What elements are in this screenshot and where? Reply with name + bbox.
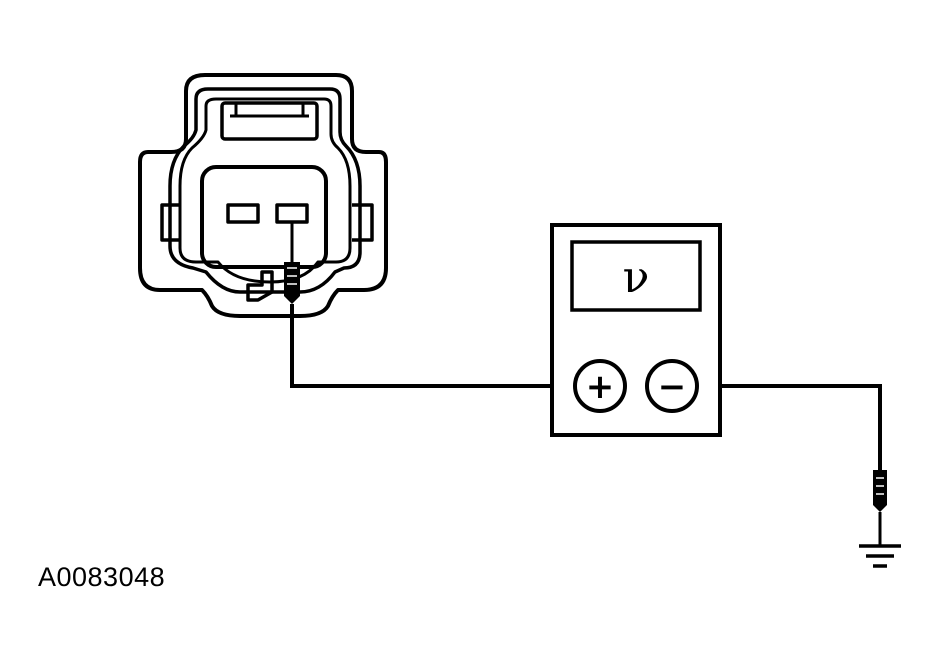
connector-key-notch <box>246 270 274 302</box>
figure-id-label: A0083048 <box>38 562 166 592</box>
negative-terminal <box>645 359 699 413</box>
connector-side-rib-right <box>352 203 374 242</box>
voltmeter: ν + − <box>550 223 722 437</box>
voltmeter-display <box>570 240 702 312</box>
ground-probe <box>873 470 887 545</box>
connector-side-rib-left <box>160 203 180 242</box>
positive-terminal-label: + <box>586 367 615 407</box>
connector-pin-2 <box>275 203 309 224</box>
negative-lead-wire <box>698 384 882 470</box>
connector-inner-seal <box>178 97 352 284</box>
ground-probe-body <box>873 470 887 512</box>
positive-terminal <box>573 359 627 413</box>
connector-pin-1 <box>226 203 260 224</box>
electrical-connector <box>138 73 388 318</box>
ground-symbol <box>859 544 901 568</box>
voltmeter-symbol: ν <box>623 252 650 303</box>
connector-lock-tab <box>220 101 319 141</box>
back-probe <box>284 222 300 304</box>
positive-lead-wire <box>290 304 573 388</box>
connector-cavity-block <box>200 165 328 269</box>
negative-terminal-label: − <box>658 367 687 407</box>
probe-tip <box>284 262 300 304</box>
connector-housing <box>138 73 388 318</box>
